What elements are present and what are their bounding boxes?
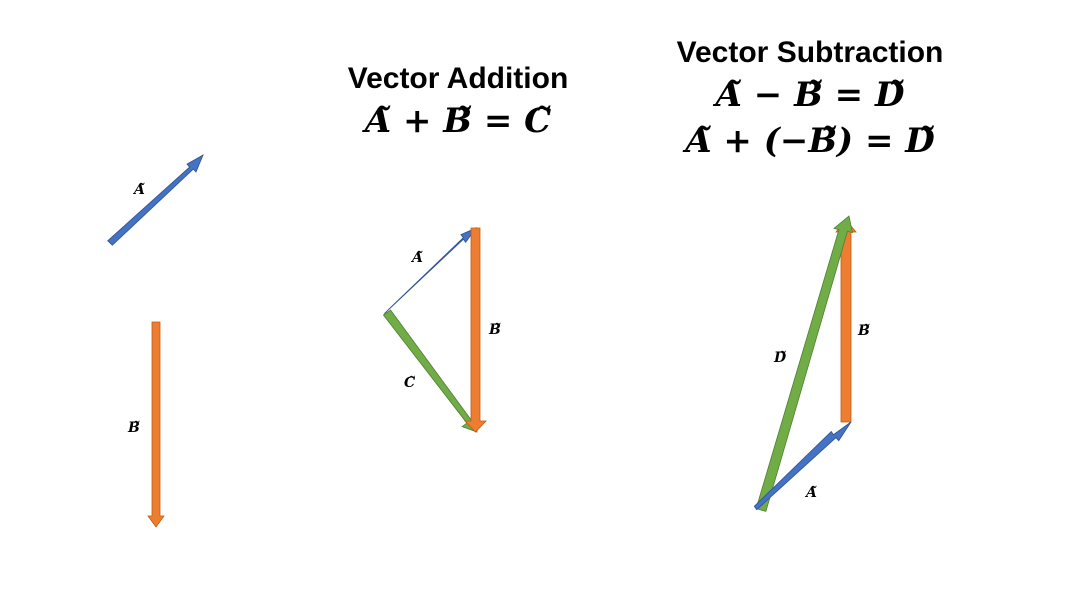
addition-title: Vector Addition	[347, 62, 569, 95]
vector-a-addition	[384, 227, 478, 314]
label-b-subtraction: 𝑩̃	[857, 322, 870, 339]
vector-d-subtraction	[755, 215, 853, 512]
vector-c-addition	[382, 309, 478, 433]
label-a-addition: 𝑨̃	[410, 249, 423, 266]
label-c-addition: 𝑪̃	[404, 374, 415, 391]
subtraction-equation-1: 𝑨̃ − 𝑩̃ = 𝑫̃	[715, 75, 905, 115]
vector-a-standalone	[107, 154, 204, 246]
label-b-addition: 𝑩̃	[488, 321, 501, 338]
vector-b-standalone	[147, 321, 165, 528]
label-d-subtraction: 𝑫̃	[773, 349, 787, 366]
vector-b-addition	[464, 227, 487, 433]
label-b-standalone: 𝑩̃	[127, 419, 140, 436]
subtraction-title: Vector Subtraction	[676, 36, 944, 69]
label-a-standalone: 𝑨̃	[132, 181, 145, 198]
addition-equation: 𝑨̃ + 𝑩̃ = 𝑪̃	[364, 101, 552, 141]
label-a-subtraction: 𝑨̃	[804, 484, 817, 501]
vector-a-subtraction	[753, 421, 852, 511]
subtraction-equation-2: 𝑨̃ + (−𝑩̃) = 𝑫̃	[685, 121, 935, 161]
